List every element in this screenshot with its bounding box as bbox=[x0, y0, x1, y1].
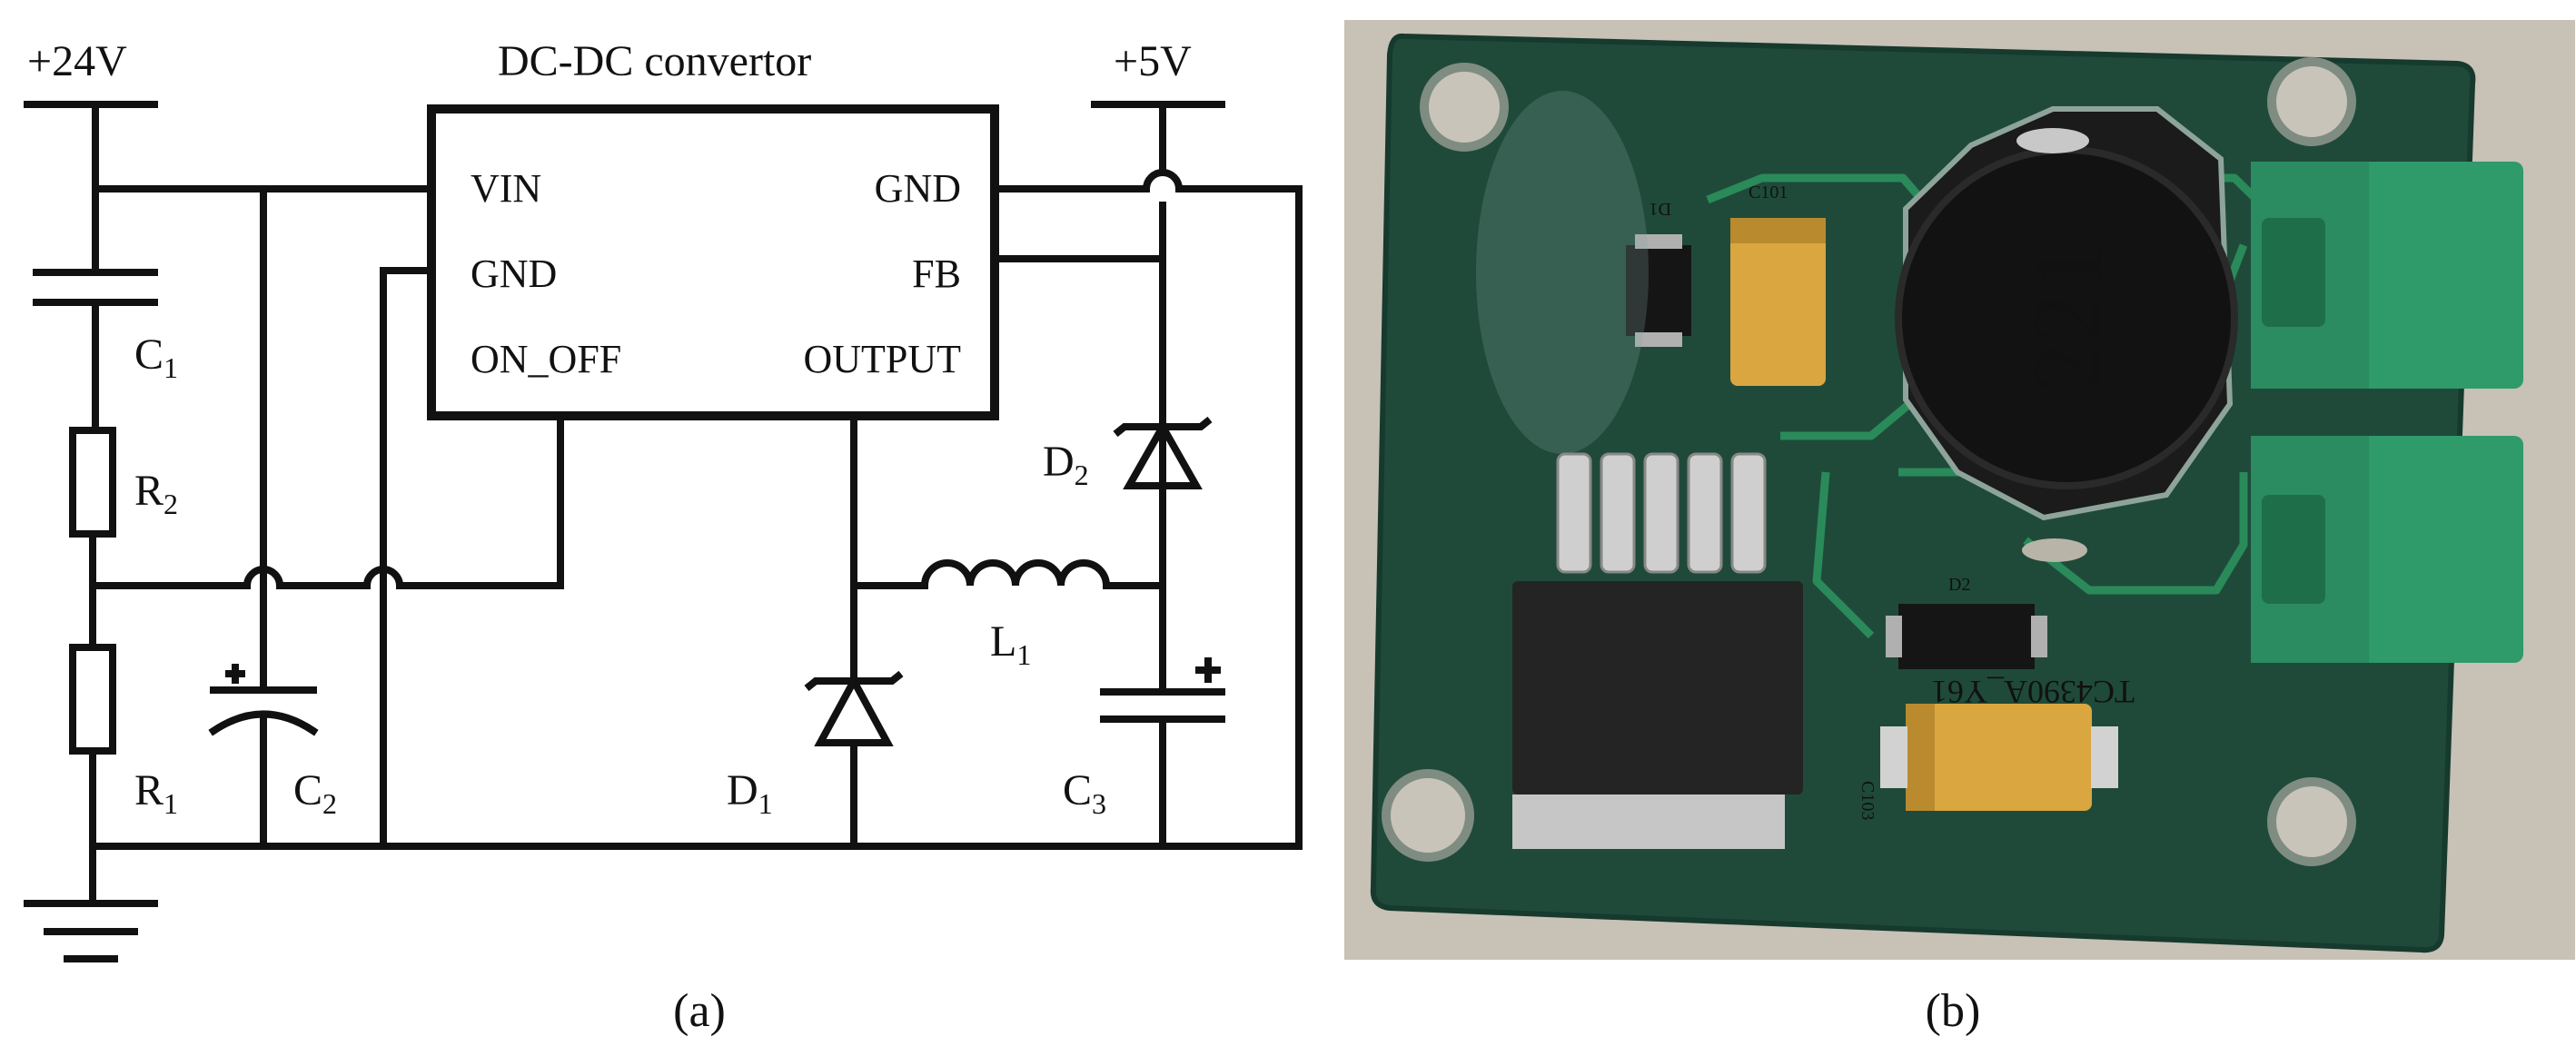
module-title: DC-DC convertor bbox=[498, 37, 811, 85]
pin-label-vin: VIN bbox=[471, 166, 541, 211]
circuit-schematic bbox=[24, 101, 1303, 962]
silk-c103: C103 bbox=[1858, 781, 1878, 820]
pin-label-gnd-right: GND bbox=[875, 166, 961, 211]
pin-label-on-off: ON_OFF bbox=[471, 337, 621, 381]
caption-a: (a) bbox=[673, 985, 726, 1037]
d1-label: D1 bbox=[727, 766, 773, 820]
capacitor-c103 bbox=[1880, 704, 2118, 811]
l1-inductor bbox=[920, 559, 1111, 590]
silk-d1: D1 bbox=[1650, 199, 1671, 219]
capacitor-c101 bbox=[1730, 218, 1826, 386]
d2-label: D2 bbox=[1043, 438, 1089, 491]
mounting-hole-bl bbox=[1382, 769, 1474, 862]
c1-label: C1 bbox=[134, 331, 178, 384]
r1-label: R1 bbox=[134, 766, 178, 820]
caption-b: (b) bbox=[1926, 985, 1981, 1037]
inductor-marking: 221 bbox=[2012, 243, 2123, 393]
terminal-block-bottom bbox=[2251, 436, 2523, 663]
pcb-photo: 221 bbox=[1344, 20, 2575, 960]
pin-label-gnd-left: GND bbox=[471, 252, 557, 296]
mounting-hole-tl bbox=[1420, 63, 1509, 152]
mounting-hole-tr bbox=[2267, 57, 2356, 146]
diode-d2-photo bbox=[1886, 604, 2047, 669]
silk-d2: D2 bbox=[1948, 575, 1970, 595]
silk-board-id: TC4390A_Y61 bbox=[1931, 674, 2135, 710]
d1-diode bbox=[804, 670, 904, 746]
r2-label: R2 bbox=[134, 467, 178, 520]
inductor-photo: 221 bbox=[1895, 106, 2238, 562]
regulator-ic-photo bbox=[1512, 452, 1803, 849]
supply-in-label: +24V bbox=[27, 37, 127, 85]
supply-out-label: +5V bbox=[1114, 37, 1192, 85]
mounting-hole-br bbox=[2267, 777, 2356, 866]
l1-label: L1 bbox=[990, 617, 1031, 671]
d2-diode bbox=[1113, 416, 1213, 489]
pin-label-output: OUTPUT bbox=[803, 337, 961, 381]
flux-residue bbox=[1476, 91, 1649, 454]
pin-label-fb: FB bbox=[912, 252, 961, 296]
c2-label: C2 bbox=[293, 766, 337, 820]
c3-label: C3 bbox=[1063, 766, 1106, 820]
silk-c101: C101 bbox=[1749, 183, 1788, 202]
terminal-block-top bbox=[2251, 162, 2523, 389]
diode-d1-photo bbox=[1626, 234, 1691, 347]
